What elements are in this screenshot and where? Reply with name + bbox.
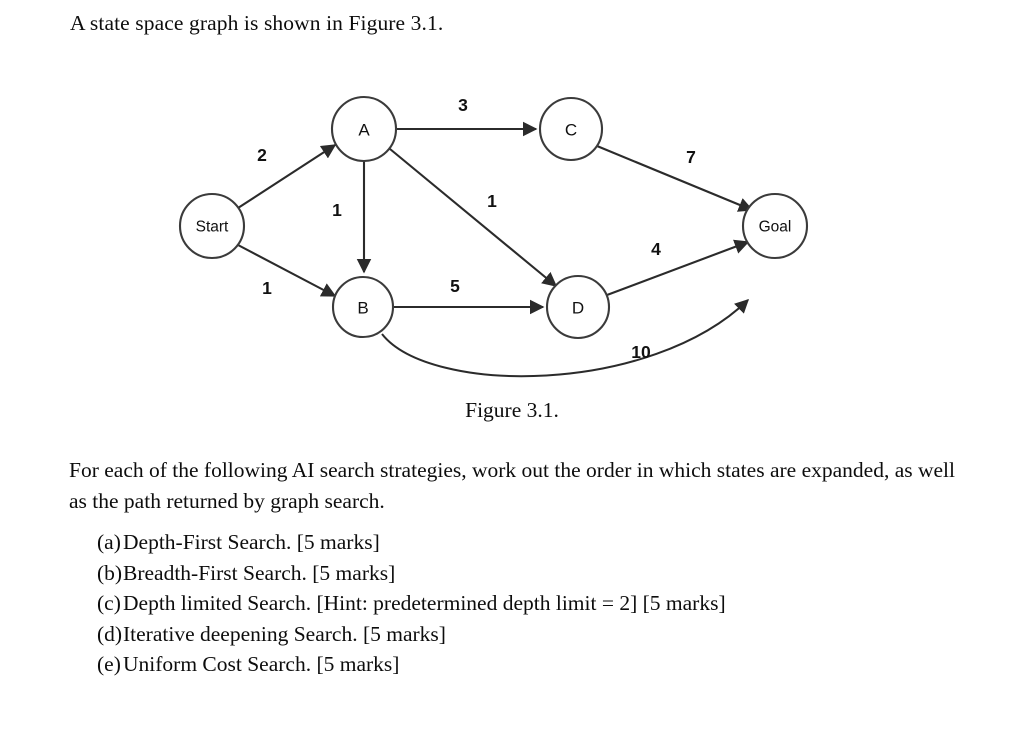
state-space-graph-figure: Start A B C D Goal 2 [0,70,1024,390]
list-marker: (e) [97,652,121,676]
weight-d-goal: 4 [651,239,661,259]
node-a: A [330,95,398,163]
node-c: C [538,96,604,162]
graph-canvas: Start A B C D Goal 2 [178,95,809,378]
node-start: Start [178,192,246,260]
list-item: (b) Breadth-First Search. [5 marks] [97,558,977,589]
list-marker: (c) [97,591,121,615]
list-item: (d) Iterative deepening Search. [5 marks… [97,619,977,650]
list-text: Depth limited Search. [Hint: predetermin… [123,591,726,615]
node-goal: Goal [741,192,809,260]
intro-sentence: A state space graph is shown in Figure 3… [70,11,444,35]
node-label-start: Start [196,219,229,236]
edge-c-goal [596,145,754,212]
node-label-b: B [357,299,368,318]
node-label-a: A [358,121,370,140]
figure-caption: Figure 3.1. [465,398,559,422]
weight-c-goal: 7 [686,147,696,167]
weight-a-b: 1 [332,200,342,220]
list-text: Breadth-First Search. [5 marks] [123,560,396,585]
weight-start-a: 2 [257,145,267,165]
node-d: D [545,274,611,340]
edge-d-goal [606,239,750,296]
list-text: Depth-First Search. [5 marks] [123,530,380,554]
node-label-goal: Goal [759,219,792,236]
node-label-c: C [565,121,577,140]
list-item: (c) Depth limited Search. [Hint: predete… [97,588,977,619]
weight-b-d: 5 [450,276,460,296]
list-item: (e) Uniform Cost Search. [5 marks] [97,649,977,680]
weight-a-d: 1 [487,191,497,211]
weight-b-goal: 10 [631,342,651,362]
weight-start-b: 1 [262,278,272,298]
edge-a-d [389,148,558,287]
edge-start-a [237,144,337,209]
node-b: B [331,275,395,339]
node-label-d: D [572,299,584,318]
list-marker: (a) [97,530,121,554]
question-list: (a) Depth-First Search. [5 marks] (b) Br… [97,527,977,680]
weight-a-c: 3 [458,95,468,115]
list-item: (a) Depth-First Search. [5 marks] [97,527,977,558]
edge-b-goal-curved [381,299,750,378]
instruction-paragraph: For each of the following AI search stra… [69,458,955,513]
list-marker: (d) [97,621,123,646]
list-text: Uniform Cost Search. [5 marks] [123,652,400,676]
list-text: Iterative deepening Search. [5 marks] [123,621,446,646]
list-marker: (b) [97,560,123,585]
edge-start-b [237,244,337,297]
